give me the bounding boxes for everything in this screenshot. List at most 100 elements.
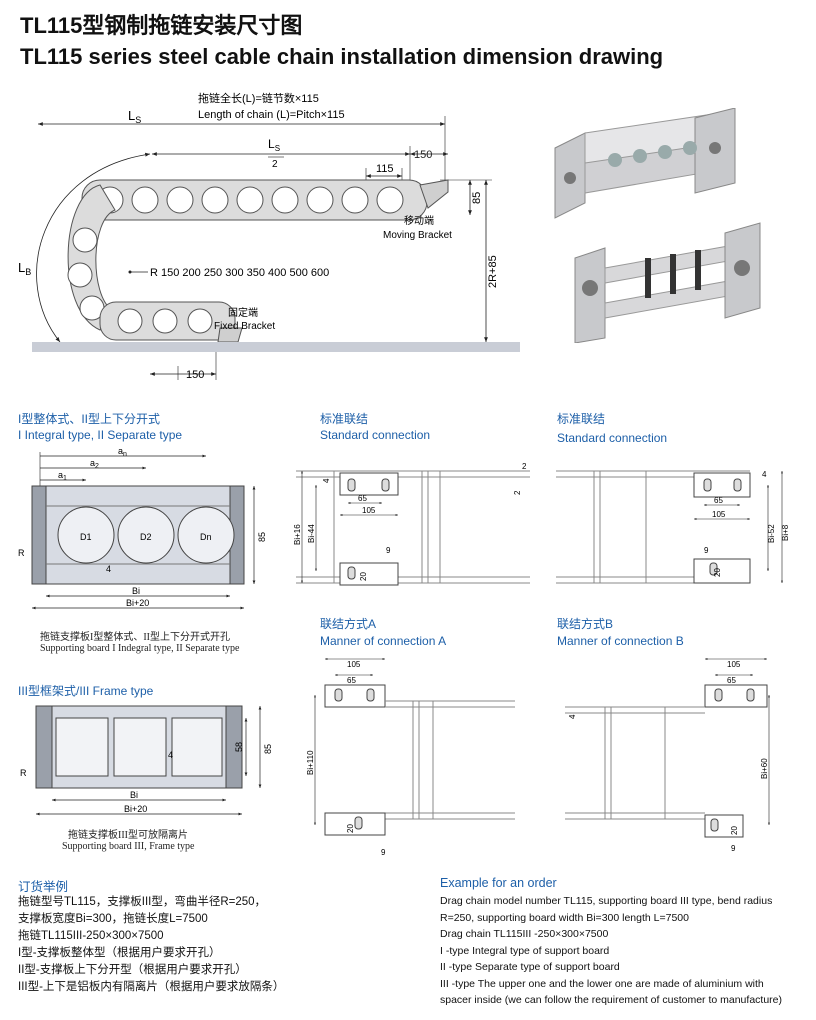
std1-dim-65: 65	[358, 494, 367, 503]
chain-length-formula-cn: 拖链全长(L)=链节数×115	[198, 91, 319, 105]
connB-dim-20: 20	[730, 826, 739, 835]
radius-options: R 150 200 250 300 350 400 500 600	[150, 267, 329, 279]
connA-dim-bi110: Bi+110	[306, 750, 315, 775]
page-title-en: TL115 series steel cable chain installat…	[20, 44, 664, 69]
hole-dn	[177, 506, 235, 564]
type3-heading: III型框架式/III Frame type	[18, 684, 154, 698]
moving-bracket-label-en: Moving Bracket	[383, 230, 452, 241]
std2-dim-65: 65	[714, 496, 723, 505]
type3-drawing: 4 R 58 85 Bi Bi+20	[20, 705, 273, 816]
lb-arc	[36, 152, 151, 343]
frame-dim-85: 85	[263, 744, 273, 754]
std2-dim-20: 20	[713, 568, 722, 577]
std1-dim-2b: 2	[513, 490, 522, 495]
label-dn: Dn	[200, 532, 212, 542]
type12-heading-en: I Integral type, II Separate type	[18, 428, 183, 442]
frame-dim-bi20: Bi+20	[124, 804, 147, 814]
connA-dim-20: 20	[346, 824, 355, 833]
dim-2r85: 2R+85	[487, 255, 499, 288]
connB-drawing: 105 65 4 Bi+60 20 9	[565, 658, 770, 853]
std2-dim-105: 105	[712, 510, 726, 519]
order-cn-line: III型-上下是铝板内有隔离片（根据用户要求放隔条）	[18, 981, 285, 993]
fixed-bracket-label-en: Fixed Bracket	[214, 321, 275, 332]
moving-bracket-label-cn: 移动端	[404, 214, 434, 227]
connB-dim-65: 65	[727, 676, 736, 685]
type12-caption-en: Supporting board I Indegral type, II Sep…	[40, 643, 240, 654]
connB-dim-9: 9	[731, 844, 736, 853]
type3-caption-cn: 拖链支撑板III型可放隔离片	[68, 830, 188, 841]
std2-heading-cn: 标准联结	[557, 412, 606, 426]
ls-label: LS	[128, 108, 141, 125]
connB-heading-cn: 联结方式B	[557, 617, 614, 631]
order-cn-line: 拖链TL115III-250×300×7500	[18, 930, 164, 942]
std1-heading-cn: 标准联结	[320, 412, 369, 426]
std1-drawing: 4 2 2 65 105 Bi+16 Bi-44 9 20	[293, 462, 530, 586]
order-en-line: I -type Integral type of support board	[440, 944, 610, 957]
label-d2: D2	[140, 532, 152, 542]
order-en-line: III -type The upper one and the lower on…	[440, 977, 764, 990]
order-en-line: Drag chain TL115III -250×300×7500	[440, 928, 609, 940]
page-title-cn: TL115型钢制拖链安装尺寸图	[20, 13, 303, 38]
dim-bi-type12: Bi	[132, 586, 140, 596]
order-en-line: R=250, supporting board width Bi=300 len…	[440, 911, 689, 924]
dim-a2: a2	[90, 458, 99, 470]
chain-top-run	[81, 179, 449, 221]
installation-drawing: 拖链全长(L)=链节数×115 Length of chain (L)=Pitc…	[18, 91, 520, 381]
floor-base	[32, 342, 520, 352]
std2-dim-bi52: Bi-52	[767, 524, 776, 543]
label-d1: D1	[80, 532, 92, 542]
std2-dim-9: 9	[704, 546, 709, 555]
dim-85-type12: 85	[257, 532, 267, 542]
order-cn-heading: 订货举例	[18, 880, 69, 894]
order-cn-line: 拖链型号TL115，支撑板III型，弯曲半径R=250，	[18, 896, 267, 908]
hole-d2	[117, 506, 175, 564]
order-en-line: spacer inside (we can follow the require…	[440, 994, 782, 1006]
std2-drawing: 4 65 105 Bi-52 Bi+8 9 20	[556, 470, 790, 584]
order-cn-line: I型-支撑板整体型（根据用户要求开孔）	[18, 947, 221, 959]
std1-dim-4: 4	[322, 478, 331, 483]
std1-dim-20: 20	[359, 572, 368, 581]
connA-drawing: 105 65 Bi+110 20 9	[306, 658, 515, 857]
hole-d1	[57, 506, 115, 564]
fixed-bracket-label-cn: 固定端	[228, 306, 258, 319]
label-4: 4	[106, 564, 111, 574]
order-en-block: Drag chain model number TL115, supportin…	[440, 893, 810, 1009]
lb-label: LB	[18, 260, 31, 277]
std1-dim-2a: 2	[522, 462, 527, 471]
type12-heading-cn: I型整体式、II型上下分开式	[18, 412, 161, 426]
type12-caption-cn: 拖链支撑板I型整体式、II型上下分开式开孔	[40, 632, 230, 643]
bracket-photo-top	[554, 108, 736, 219]
type3-caption-en: Supporting board III, Frame type	[62, 841, 195, 852]
connA-dim-105: 105	[347, 660, 361, 669]
dim-85: 85	[471, 192, 483, 204]
dim-115: 115	[376, 163, 394, 175]
order-en-heading: Example for an order	[440, 876, 557, 890]
ls-half-denominator: 2	[272, 159, 278, 170]
std1-heading-en: Standard connection	[320, 428, 431, 442]
chain-bottom-run	[99, 301, 243, 343]
std2-dim-4: 4	[762, 470, 767, 479]
connB-heading-en: Manner of connection B	[557, 634, 684, 648]
label-r: R	[18, 548, 25, 558]
std1-dim-bi44: Bi-44	[307, 524, 316, 543]
order-cn-line: II型-支撑板上下分开型（根据用户要求开孔）	[18, 964, 247, 976]
connA-dim-65: 65	[347, 676, 356, 685]
frame-dim-4: 4	[168, 750, 173, 760]
order-en-line: II -type Separate type of support board	[440, 961, 620, 973]
std1-dim-9: 9	[386, 546, 391, 555]
frame-label-r: R	[20, 768, 27, 778]
connB-dim-4: 4	[568, 714, 577, 719]
connB-dim-105: 105	[727, 660, 741, 669]
bracket-photo-bottom	[574, 222, 761, 343]
std1-dim-bi16: Bi+16	[293, 524, 302, 545]
connA-dim-9: 9	[381, 848, 386, 857]
dim-a1: a1	[58, 470, 67, 482]
frame-dim-58: 58	[234, 742, 244, 752]
dim-an: an	[118, 448, 127, 458]
chain-bend	[67, 184, 116, 331]
frame-dim-bi: Bi	[130, 790, 138, 800]
dim-bi20-type12: Bi+20	[126, 598, 149, 608]
connA-heading-en: Manner of connection A	[320, 634, 447, 648]
order-en-line: Drag chain model number TL115, supportin…	[440, 895, 773, 907]
order-cn-block: 拖链型号TL115，支撑板III型，弯曲半径R=250， 支撑板宽度Bi=300…	[18, 894, 284, 996]
